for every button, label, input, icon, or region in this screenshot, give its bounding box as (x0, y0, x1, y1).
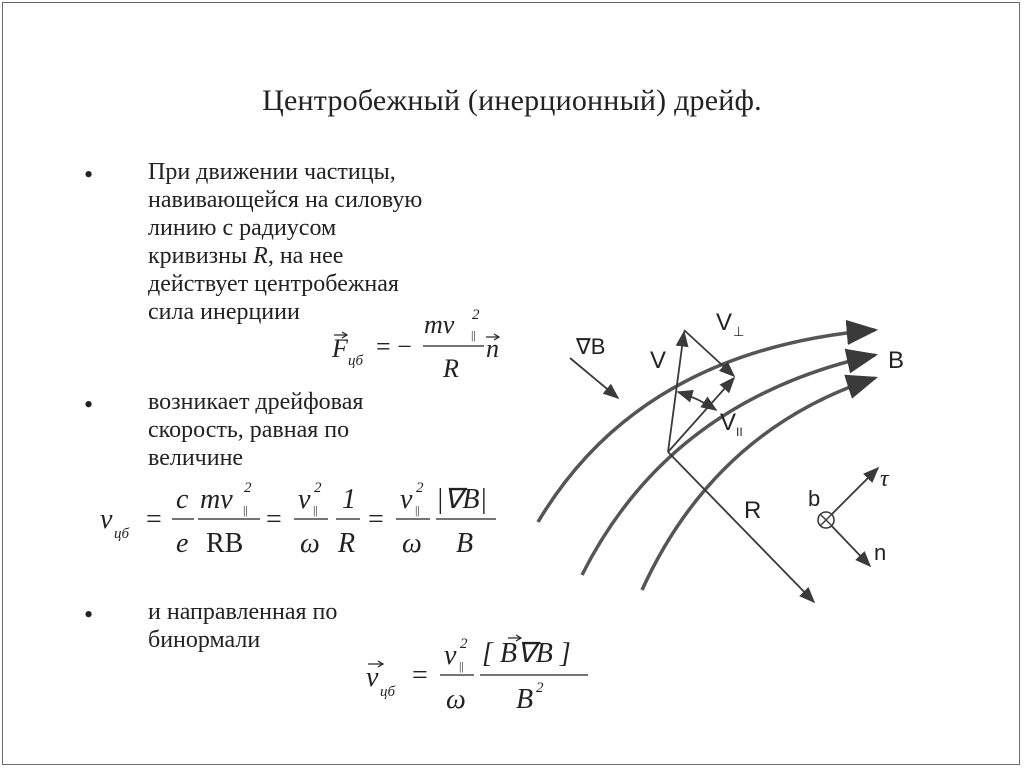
dm-f5-sup: 2 (416, 480, 424, 496)
bullet-text-1: При движении частицы, навивающейся на си… (148, 158, 422, 326)
dm-f2-num: mv (200, 484, 233, 515)
dm-f3-sub: || (313, 503, 318, 517)
bullet-3-line-2: бинормали (148, 627, 261, 653)
dv-lhs: v (366, 662, 379, 693)
drift-magnitude-formula: v цб = c e mv 2 || RB = v 2 || ω 1 R = v… (100, 480, 496, 559)
v-label: V (650, 347, 666, 374)
dm-f6-den: B (456, 528, 473, 559)
dv-f2-num: [ B∇B ] (482, 638, 571, 669)
force-num-sup: 2 (472, 307, 480, 323)
slide-title: Центробежный (инерционный) дрейф. (262, 84, 762, 117)
force-lhs-sub: цб (348, 353, 364, 369)
bullet-3-line-1: и направленная по (148, 599, 338, 625)
bullet-marker-1: • (84, 160, 94, 189)
binormal-label: b (808, 486, 820, 511)
v-par-label: V (720, 409, 736, 436)
tau-arrow (825, 466, 880, 521)
dm-f3-sup: 2 (314, 480, 322, 496)
bullet-marker-3: • (84, 600, 94, 629)
force-eq: = − (376, 332, 412, 361)
dv-f1-den: ω (446, 684, 466, 715)
bullet-text-3: и направленная по бинормали (148, 598, 337, 654)
force-num-sub: || (471, 328, 476, 342)
angle-arc (676, 389, 718, 411)
drift-diagram: ∇B B V V ⊥ V II R b τ n (536, 309, 904, 604)
tangent-label: τ (880, 466, 890, 492)
radius-label: R (744, 497, 761, 524)
dv-f1-num: v (444, 640, 457, 671)
dm-lhs: v (100, 504, 113, 535)
v-par-sub: II (736, 425, 743, 439)
bullet-1-line-4b: , на нее (267, 243, 344, 269)
bullet-1-line-6: сила инерциии (148, 299, 300, 325)
dm-f4-den: R (337, 528, 355, 559)
bullet-marker-2: • (84, 390, 94, 419)
dv-f2-den-sup: 2 (536, 680, 544, 696)
bullet-1-line-4a: кривизны (148, 243, 248, 269)
dm-f1-den: e (176, 528, 188, 559)
bullet-1-line-2: навивающейся на силовую (148, 187, 423, 213)
grad-b-arrow (569, 357, 620, 400)
field-line-outer (536, 319, 879, 523)
drift-vector-formula: v цб = v 2 || ω [ B∇B ] B 2 (366, 634, 588, 715)
bullet-1-line-4: кривизны R, на нее (148, 242, 422, 270)
v-vector (667, 330, 689, 453)
bullet-text-2: возникает дрейфовая скорость, равная по … (148, 388, 363, 472)
dm-f2-sup: 2 (244, 480, 252, 496)
dv-f1-sub: || (459, 659, 464, 673)
force-tail: n (486, 334, 499, 363)
dm-f1-num: c (176, 484, 189, 515)
dv-lhs-sub: цб (380, 684, 396, 700)
field-line-inner (640, 374, 878, 591)
dm-f2-sub: || (243, 503, 248, 517)
dm-f2-den: RB (206, 528, 243, 559)
dm-f5-sub: || (415, 503, 420, 517)
force-num: mv (424, 310, 455, 339)
bullet-2-line-3: величине (148, 445, 244, 471)
dv-eq: = (412, 660, 428, 691)
radius-vector (667, 451, 816, 604)
v-perp-vector (683, 329, 736, 378)
force-lhs: F (331, 334, 349, 363)
dm-eq-3: = (368, 504, 384, 535)
bullet-1-line-1: При движении частицы, (148, 159, 396, 185)
v-perp-label: V (716, 309, 732, 336)
field-line-middle (580, 348, 879, 576)
dm-f3-den: ω (300, 528, 320, 559)
force-den: R (442, 354, 459, 383)
dm-f3-num: v (298, 484, 311, 515)
n-arrow (825, 519, 872, 568)
radius-symbol: R (253, 243, 268, 269)
force-formula: F цб = − mv 2 || R n (331, 307, 501, 383)
dm-lhs-sub: цб (114, 526, 130, 542)
dm-f5-den: ω (402, 528, 422, 559)
bullet-2-line-1: возникает дрейфовая (148, 389, 364, 415)
dv-f2-den: B (516, 684, 533, 715)
bullet-1-line-5: действует центробежная (148, 271, 399, 297)
dm-f6-num: |∇B| (436, 484, 487, 515)
dm-eq-2: = (266, 504, 282, 535)
grad-b-label: ∇B (575, 334, 605, 359)
dm-eq-1: = (146, 504, 162, 535)
dm-f5-num: v (400, 484, 413, 515)
v-par-vector (667, 376, 736, 453)
field-b-label: B (888, 347, 904, 374)
bullet-2-line-2: скорость, равная по (148, 417, 350, 443)
v-perp-sub: ⊥ (733, 324, 744, 339)
normal-label: n (874, 540, 886, 565)
bullet-1-line-3: линию с радиусом (148, 215, 337, 241)
dm-f4-num: 1 (342, 484, 356, 515)
dv-f1-sup: 2 (460, 636, 468, 652)
